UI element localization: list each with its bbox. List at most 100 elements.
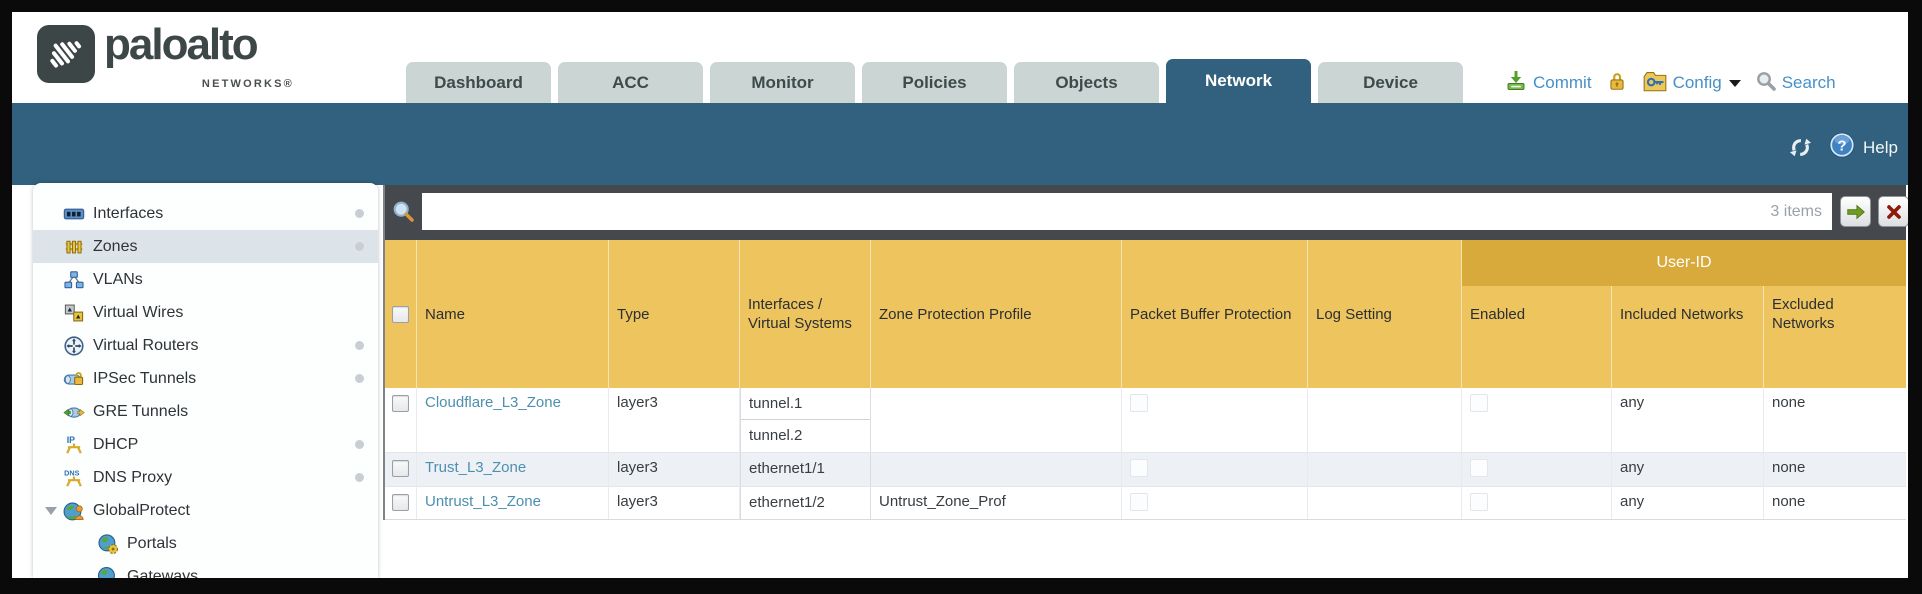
config-icon [1642, 69, 1668, 98]
app-window: paloalto NETWORKS® Dashboard ACC Monitor… [12, 12, 1908, 578]
sidebar-item-label: IPSec Tunnels [93, 369, 197, 387]
packet-buffer-checkbox[interactable] [1130, 493, 1148, 511]
tab-device[interactable]: Device [1318, 62, 1463, 103]
user-id-enabled-checkbox[interactable] [1470, 394, 1488, 412]
status-dot [355, 473, 364, 482]
filter-toolbar: 3 items [385, 185, 1908, 240]
user-id-enabled-checkbox[interactable] [1470, 493, 1488, 511]
cell-user-id-enabled [1462, 487, 1612, 519]
zones-main-panel: 3 items User-ID Name Type Interfaces / V… [383, 185, 1908, 520]
row-checkbox[interactable] [392, 460, 409, 477]
interface-entry: tunnel.2 [749, 427, 803, 444]
interfaces-icon [63, 203, 85, 225]
cell-user-id-enabled [1462, 453, 1612, 486]
svg-text:DNS: DNS [64, 468, 79, 477]
tab-monitor[interactable]: Monitor [710, 62, 855, 103]
sidebar-item-virtual-wires[interactable]: Virtual Wires [33, 296, 378, 329]
search-icon [1755, 70, 1777, 97]
cell-excluded-networks: none [1772, 459, 1806, 476]
sidebar-item-interfaces[interactable]: Interfaces [33, 197, 378, 230]
col-header-type[interactable]: Type [609, 240, 740, 388]
col-header-interfaces[interactable]: Interfaces / Virtual Systems [740, 240, 871, 388]
filter-search-icon [391, 199, 417, 230]
sidebar-item-dhcp[interactable]: IP DHCP [33, 428, 378, 461]
table-row: Untrust_L3_Zone layer3 ethernet1/2 Untru… [385, 486, 1906, 520]
tab-network[interactable]: Network [1166, 59, 1311, 103]
help-icon: ? [1828, 131, 1856, 164]
row-checkbox[interactable] [392, 395, 409, 412]
zone-name-link[interactable]: Untrust_L3_Zone [425, 493, 541, 510]
user-id-group-header: User-ID [1462, 240, 1906, 286]
apply-filter-button[interactable] [1840, 196, 1871, 227]
sidebar-item-gateways[interactable]: Gateways [33, 560, 378, 578]
packet-buffer-checkbox[interactable] [1130, 459, 1148, 477]
config-menu-button[interactable]: Config [1642, 69, 1741, 98]
clear-filter-button[interactable] [1878, 196, 1908, 227]
top-header: paloalto NETWORKS® Dashboard ACC Monitor… [12, 12, 1908, 103]
cell-included-networks: any [1612, 388, 1764, 452]
sidebar-item-label: DNS Proxy [93, 468, 173, 486]
refresh-button[interactable] [1787, 134, 1814, 161]
filter-input[interactable] [432, 202, 1771, 221]
ipsec-tunnels-icon [63, 368, 85, 390]
sidebar-item-label: Zones [93, 237, 138, 255]
cell-name: Trust_L3_Zone [417, 453, 609, 486]
zone-name-link[interactable]: Cloudflare_L3_Zone [425, 394, 561, 411]
sidebar-item-zones[interactable]: Zones [33, 230, 378, 263]
interface-entry: ethernet1/2 [749, 494, 825, 511]
chevron-down-icon [1728, 79, 1741, 87]
row-checkbox[interactable] [392, 494, 409, 511]
sidebar-item-portals[interactable]: Portals [33, 527, 378, 560]
sidebar-item-virtual-routers[interactable]: Virtual Routers [33, 329, 378, 362]
cell-zone-protection-profile [871, 388, 1122, 452]
col-header-log-setting[interactable]: Log Setting [1308, 240, 1462, 388]
cell-packet-buffer-protection [1122, 453, 1308, 486]
col-header-excluded-networks[interactable]: Excluded Networks [1772, 296, 1835, 332]
col-header-included-networks[interactable]: Included Networks [1612, 240, 1764, 388]
sidebar-item-label: GlobalProtect [93, 501, 190, 519]
tab-objects[interactable]: Objects [1014, 62, 1159, 103]
lock-icon [1606, 70, 1628, 97]
sidebar-item-gre-tunnels[interactable]: GRE Tunnels [33, 395, 378, 428]
col-header-name[interactable]: Name [417, 240, 609, 388]
status-dot [355, 242, 364, 251]
cell-excluded-networks: none [1772, 394, 1806, 411]
col-header-packet-buffer-protection[interactable]: Packet Buffer Protection [1122, 240, 1308, 388]
tab-dashboard[interactable]: Dashboard [406, 62, 551, 103]
cell-log-setting [1308, 388, 1462, 452]
sidebar-item-globalprotect[interactable]: GlobalProtect [33, 494, 378, 527]
user-id-enabled-checkbox[interactable] [1470, 459, 1488, 477]
cell-interfaces: ethernet1/1 [740, 453, 871, 486]
zone-name-link[interactable]: Trust_L3_Zone [425, 459, 527, 476]
lock-button[interactable] [1606, 70, 1628, 97]
commit-icon [1504, 69, 1528, 98]
cell-packet-buffer-protection [1122, 388, 1308, 452]
search-button[interactable]: Search [1755, 70, 1836, 97]
cell-log-setting [1308, 453, 1462, 486]
status-dot [355, 209, 364, 218]
cell-interfaces: ethernet1/2 [740, 487, 871, 519]
col-header-enabled[interactable]: Enabled [1462, 240, 1612, 388]
zones-table-header: User-ID Name Type Interfaces / Virtual S… [385, 240, 1906, 388]
sidebar-item-ipsec-tunnels[interactable]: IPSec Tunnels [33, 362, 378, 395]
help-button[interactable]: ? Help [1828, 131, 1898, 164]
expand-triangle-icon[interactable] [45, 506, 57, 515]
cell-type: layer3 [609, 453, 740, 486]
virtual-routers-icon [63, 335, 85, 357]
tab-policies[interactable]: Policies [862, 62, 1007, 103]
filter-field: 3 items [422, 193, 1832, 230]
packet-buffer-checkbox[interactable] [1130, 394, 1148, 412]
vlans-icon [63, 269, 85, 291]
sidebar-item-label: Virtual Wires [93, 303, 184, 321]
dhcp-icon: IP [63, 434, 85, 456]
sidebar-item-dns-proxy[interactable]: DNS DNS Proxy [33, 461, 378, 494]
select-all-checkbox[interactable] [392, 305, 409, 323]
globalprotect-icon [63, 500, 85, 522]
row-select-cell [385, 388, 417, 452]
col-header-zone-protection-profile[interactable]: Zone Protection Profile [871, 240, 1122, 388]
commit-button[interactable]: Commit [1504, 69, 1592, 98]
sidebar-item-vlans[interactable]: VLANs [33, 263, 378, 296]
dns-proxy-icon: DNS [63, 467, 85, 489]
tab-acc[interactable]: ACC [558, 62, 703, 103]
